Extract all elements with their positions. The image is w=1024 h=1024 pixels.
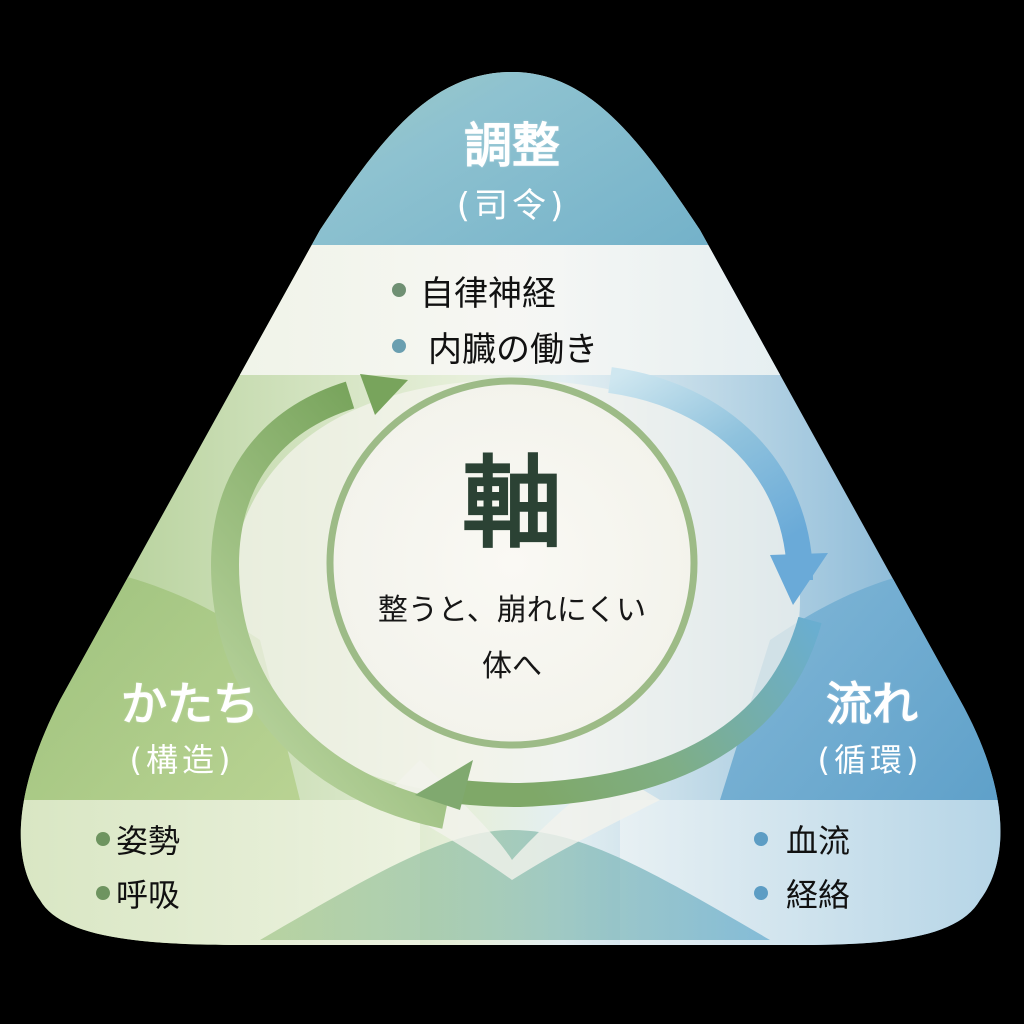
right-list: 血流 経絡 <box>754 812 850 920</box>
list-item: 呼吸 <box>96 866 180 920</box>
list-item-label: 呼吸 <box>116 876 181 914</box>
left-title: かたち <box>121 677 259 731</box>
bullet-icon <box>96 886 110 900</box>
list-item-label: 姿勢 <box>116 822 181 860</box>
center-title: 軸 <box>462 445 562 562</box>
bullet-icon <box>754 886 768 900</box>
left-green-arrow-icon <box>210 374 448 829</box>
center-line-1: 整うと、崩れにくい <box>377 593 647 628</box>
center-ring <box>326 377 698 749</box>
right-blue-arrow-icon <box>608 367 828 605</box>
center-line-2: 体へ <box>482 649 542 684</box>
right-subtitle: (循環) <box>817 741 923 779</box>
top-list: 自律神経 内臓の働き <box>392 264 598 376</box>
top-title: 調整 <box>463 118 560 174</box>
list-item: 経絡 <box>754 866 850 920</box>
list-item: 内臓の働き <box>392 316 598 376</box>
bullet-icon <box>392 283 406 297</box>
right-title: 流れ <box>826 677 918 731</box>
top-subtitle: (司令) <box>456 186 568 226</box>
list-item-label: 自律神経 <box>420 273 556 314</box>
bullet-icon <box>96 832 110 846</box>
list-item-label: 内臓の働き <box>428 329 598 370</box>
bullet-icon <box>754 832 768 846</box>
list-item: 姿勢 <box>96 812 180 866</box>
bottom-arrow-icon <box>415 616 822 810</box>
list-item-label: 経絡 <box>786 876 851 914</box>
bullet-icon <box>392 339 406 353</box>
list-item-label: 血流 <box>786 822 851 860</box>
left-subtitle: (構造) <box>129 741 235 779</box>
list-item: 自律神経 <box>392 264 598 316</box>
list-item: 血流 <box>754 812 850 866</box>
left-list: 姿勢 呼吸 <box>96 812 180 920</box>
